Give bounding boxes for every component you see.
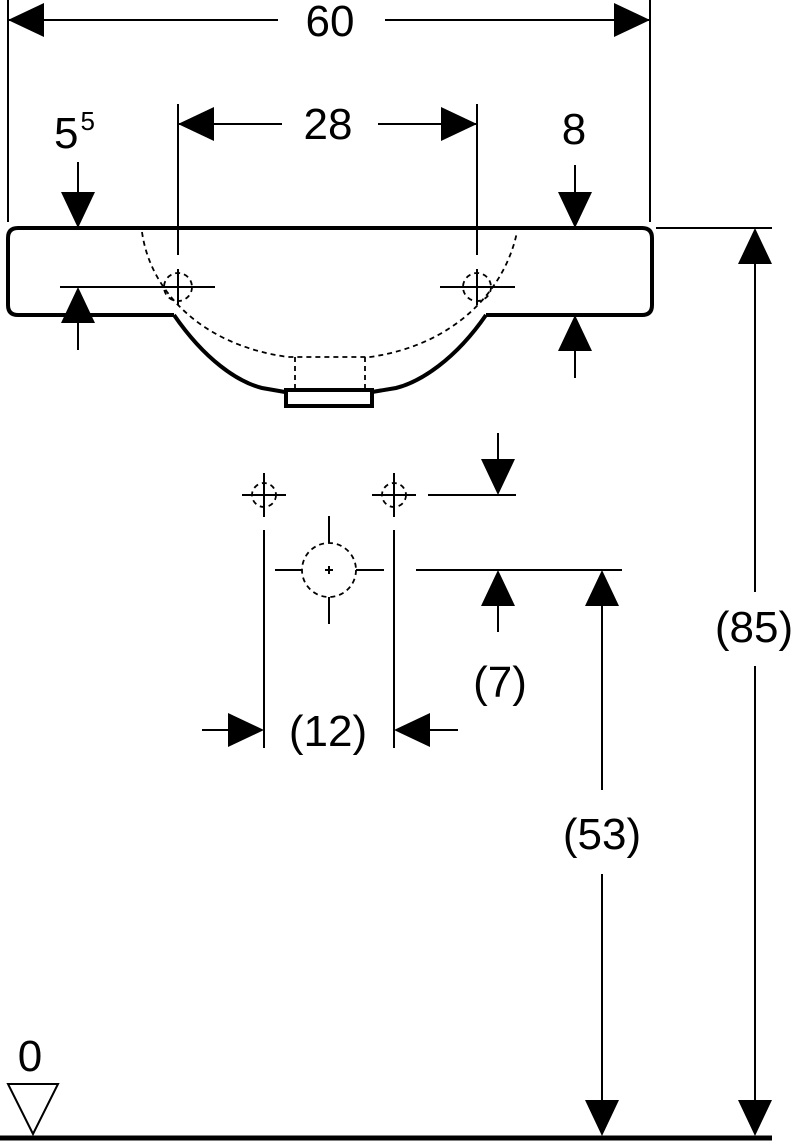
outlet-height-label: (53) xyxy=(563,810,641,859)
basin-outline xyxy=(6,226,654,408)
right-edge-dimension: 8 xyxy=(558,105,592,378)
tap-hole-left xyxy=(160,269,196,305)
tap-hole-right xyxy=(440,269,515,305)
arrowhead xyxy=(8,3,44,37)
tap-spacing-dimension: 28 xyxy=(177,100,478,255)
arrowhead xyxy=(61,287,95,323)
arrowhead xyxy=(61,192,95,228)
level-triangle-icon xyxy=(6,1083,60,1137)
arrowhead xyxy=(614,3,650,37)
arrowhead xyxy=(738,228,772,264)
waste-outlet xyxy=(275,516,384,624)
overall-width-label: 60 xyxy=(306,0,355,46)
total-height-label: (85) xyxy=(715,603,793,652)
tap-spacing-label: 28 xyxy=(304,100,353,149)
arrowhead xyxy=(585,570,619,606)
arrowhead xyxy=(481,570,515,606)
waste-spacing-label: (12) xyxy=(289,707,367,756)
arrowhead xyxy=(481,459,515,495)
waste-spacing-dimension: (12) xyxy=(202,530,458,756)
floor-level-marker: 0 xyxy=(0,1032,772,1141)
arrowhead xyxy=(558,192,592,228)
hidden-bowl-lines xyxy=(141,231,518,390)
arrowhead xyxy=(394,713,430,747)
arrowhead xyxy=(558,315,592,351)
right-edge-label: 8 xyxy=(562,105,586,154)
fixing-hole-right xyxy=(372,473,416,517)
overall-width-dimension: 60 xyxy=(7,0,651,222)
arrowhead xyxy=(178,107,214,141)
outlet-offset-label: (7) xyxy=(473,658,527,707)
arrowhead xyxy=(228,713,264,747)
arrowhead xyxy=(738,1100,772,1136)
outlet-offset-dimension: (7) xyxy=(416,433,622,707)
total-height-dimension: (85) xyxy=(656,227,793,1136)
fixing-hole-left xyxy=(242,473,286,517)
arrowhead xyxy=(441,107,477,141)
floor-level-label: 0 xyxy=(18,1032,42,1081)
outlet-height-dimension: (53) xyxy=(563,570,641,1136)
left-edge-label: 55 xyxy=(54,106,95,158)
arrowhead xyxy=(585,1100,619,1136)
